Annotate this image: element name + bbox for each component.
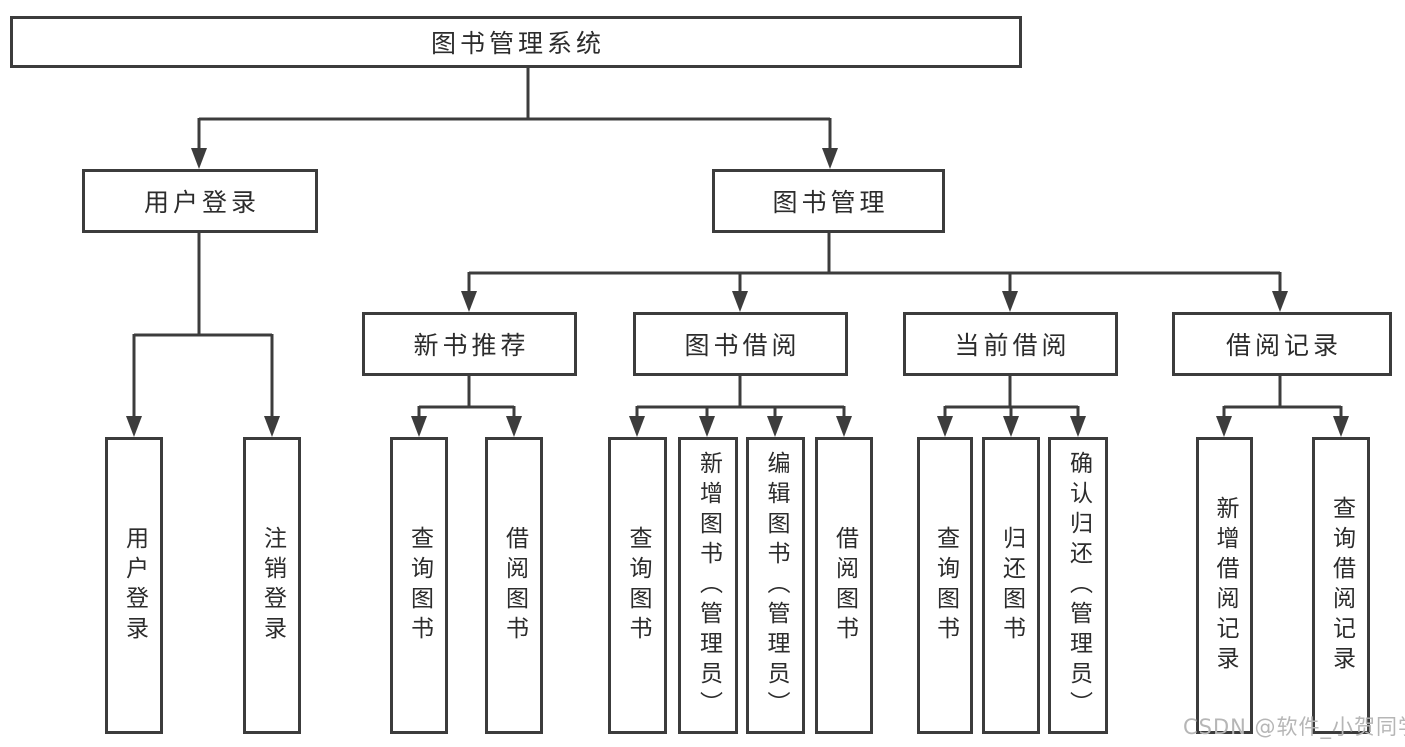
node-label: 新增图书（管理员） <box>695 450 722 721</box>
arrow-borrow-records <box>1272 291 1288 312</box>
arrow-new-book <box>461 291 477 312</box>
leaf-user-login: 用户登录 <box>105 437 163 734</box>
arrow-leaf-user-login <box>126 416 142 437</box>
node-label: 确认归还（管理员） <box>1065 450 1092 721</box>
node-borrowing-records: 借阅记录 <box>1172 312 1392 376</box>
node-label: 当前借阅 <box>954 331 1071 360</box>
arrow-book-borrow <box>732 291 748 312</box>
leaf-borrow-books-1: 借阅图书 <box>485 437 543 734</box>
node-label: 新书推荐 <box>413 331 530 360</box>
leaf-add-borrow-record: 新增借阅记录 <box>1196 437 1253 734</box>
leaf-borrow-books-2: 借阅图书 <box>815 437 873 734</box>
node-label: 图书管理 <box>772 188 889 217</box>
node-label: 图书管理系统 <box>430 29 605 58</box>
arrow-current-borrow <box>1002 291 1018 312</box>
node-label: 借阅记录 <box>1225 331 1342 360</box>
node-label: 查询图书 <box>625 525 651 646</box>
node-label: 查询图书 <box>932 525 959 646</box>
node-label: 查询借阅记录 <box>1328 495 1355 676</box>
leaf-edit-book-admin: 编辑图书（管理员） <box>746 437 805 734</box>
arrow-user-login <box>191 148 207 169</box>
leaf-return-books: 归还图书 <box>982 437 1040 734</box>
leaf-query-books-2: 查询图书 <box>608 437 667 734</box>
node-label: 借阅图书 <box>831 525 858 646</box>
node-user-login: 用户登录 <box>82 169 318 233</box>
node-label: 归还图书 <box>998 525 1025 646</box>
leaf-logout-login: 注销登录 <box>243 437 301 734</box>
node-label: 图书借阅 <box>684 331 801 360</box>
node-label: 编辑图书（管理员） <box>763 450 789 721</box>
leaf-add-book-admin: 新增图书（管理员） <box>678 437 738 734</box>
arrow-book-management <box>822 148 838 169</box>
node-book-management: 图书管理 <box>712 169 945 233</box>
node-label: 注销登录 <box>259 525 286 646</box>
node-label: 新增借阅记录 <box>1212 495 1238 676</box>
node-current-borrowing: 当前借阅 <box>903 312 1118 376</box>
node-new-book-recommendation: 新书推荐 <box>362 312 577 376</box>
leaf-query-books-1: 查询图书 <box>390 437 448 734</box>
node-label: 用户登录 <box>121 525 148 646</box>
node-library-management-system: 图书管理系统 <box>10 16 1022 68</box>
node-label: 借阅图书 <box>501 525 528 646</box>
node-label: 用户登录 <box>143 188 260 217</box>
leaf-query-books-3: 查询图书 <box>917 437 973 734</box>
node-book-borrowing: 图书借阅 <box>633 312 848 376</box>
arrow-leaf-logout <box>264 416 280 437</box>
arrowheads <box>126 148 1349 437</box>
watermark: CSDN @软件_小贺同学 <box>1183 715 1405 739</box>
leaf-confirm-return-admin: 确认归还（管理员） <box>1048 437 1108 734</box>
node-label: 查询图书 <box>406 525 433 646</box>
leaf-query-borrow-record: 查询借阅记录 <box>1312 437 1370 734</box>
